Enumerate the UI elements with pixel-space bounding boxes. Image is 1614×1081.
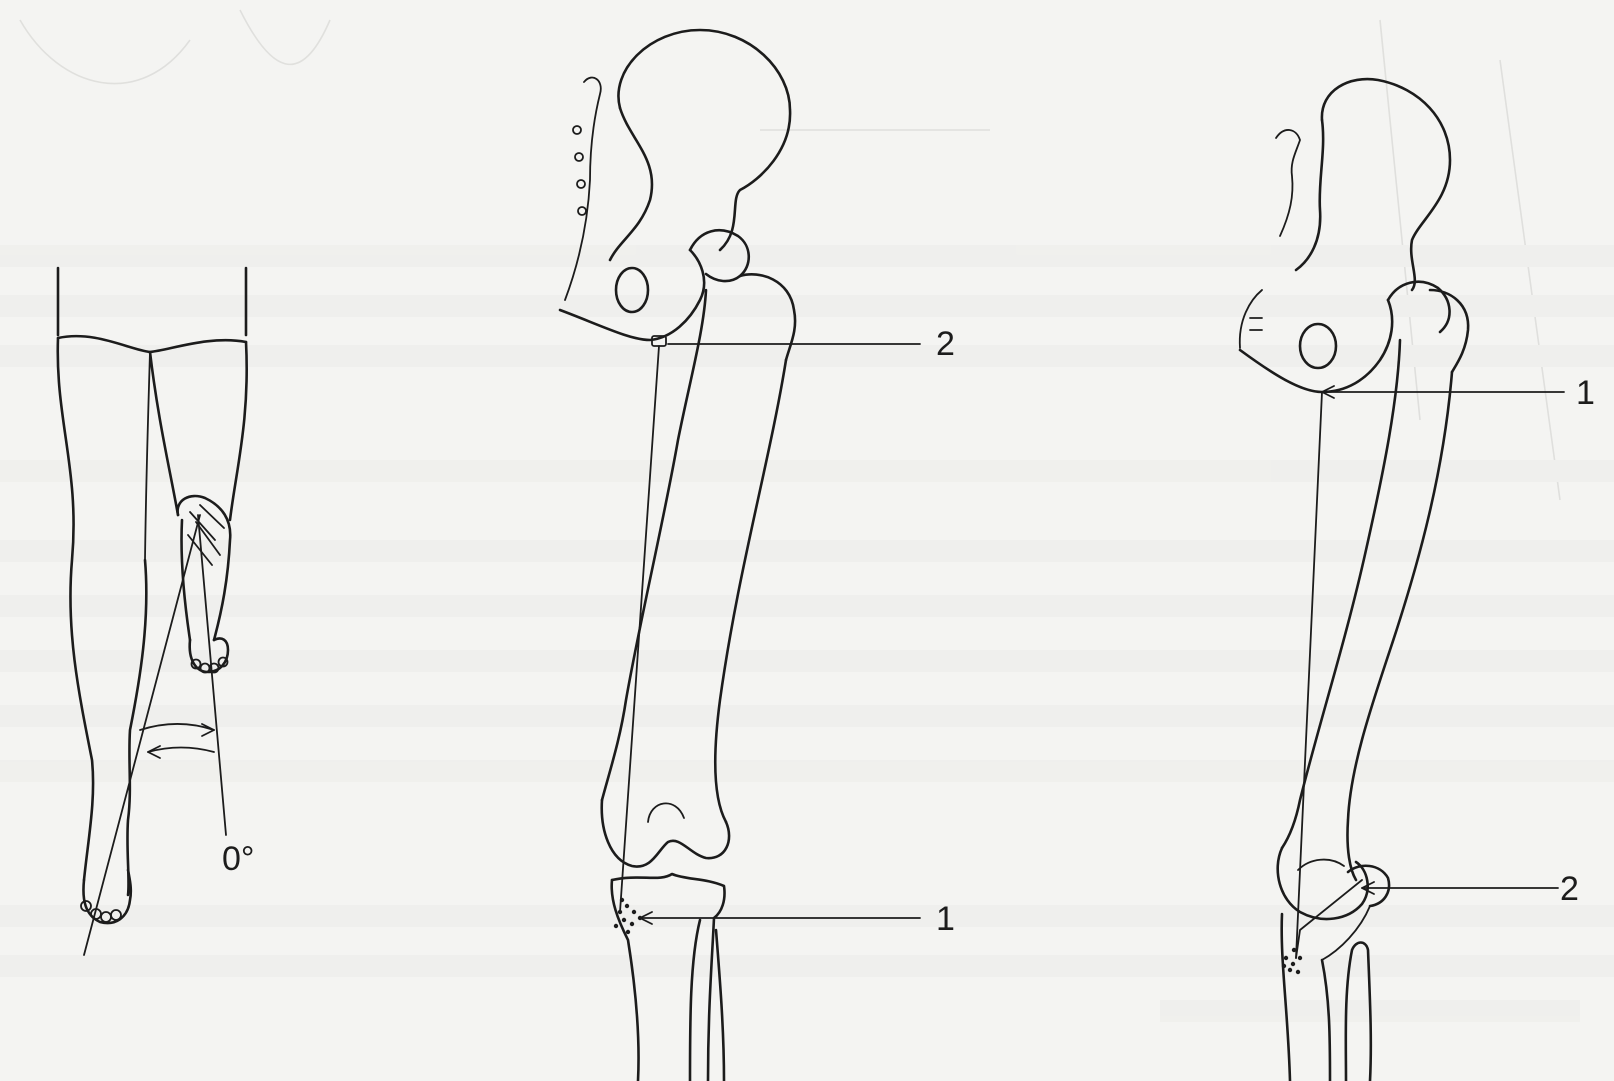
intercondylar-notch — [648, 803, 684, 822]
flexed-thigh-outer — [230, 342, 247, 520]
callout-2-anterior-label: 2 — [936, 325, 955, 363]
rotation-axis-line — [84, 515, 200, 955]
pelvis-iliac-wing — [618, 30, 790, 250]
arc-arrowhead-left — [148, 746, 160, 758]
rotation-angle-arc-lower — [148, 748, 214, 753]
zero-reference-line — [198, 515, 226, 835]
lateral-tibia-posterior — [1282, 914, 1290, 1081]
lateral-condyle-inner — [1298, 860, 1344, 870]
lateral-femur-anterior-cortex — [1347, 372, 1452, 880]
panel-femur-lateral: 1 2 — [1240, 79, 1595, 1081]
lateral-ischial-spine — [1276, 130, 1300, 236]
callout-1-lateral-label: 1 — [1576, 374, 1595, 412]
callout-2-lateral-label: 2 — [1560, 870, 1579, 908]
angle-label: 0° — [222, 840, 255, 878]
anterior-axis-line — [620, 346, 659, 912]
femoral-condyles — [602, 800, 729, 867]
gluteal-cleft — [145, 352, 150, 560]
femur-shaft-lateral — [715, 360, 786, 822]
sacral-foramina — [573, 126, 586, 215]
tibia-lateral-outline — [708, 918, 714, 1081]
flexed-thigh-inner — [150, 352, 178, 515]
callout-1-anterior-label: 1 — [936, 900, 955, 938]
pelvis-inner-contour — [610, 108, 652, 260]
